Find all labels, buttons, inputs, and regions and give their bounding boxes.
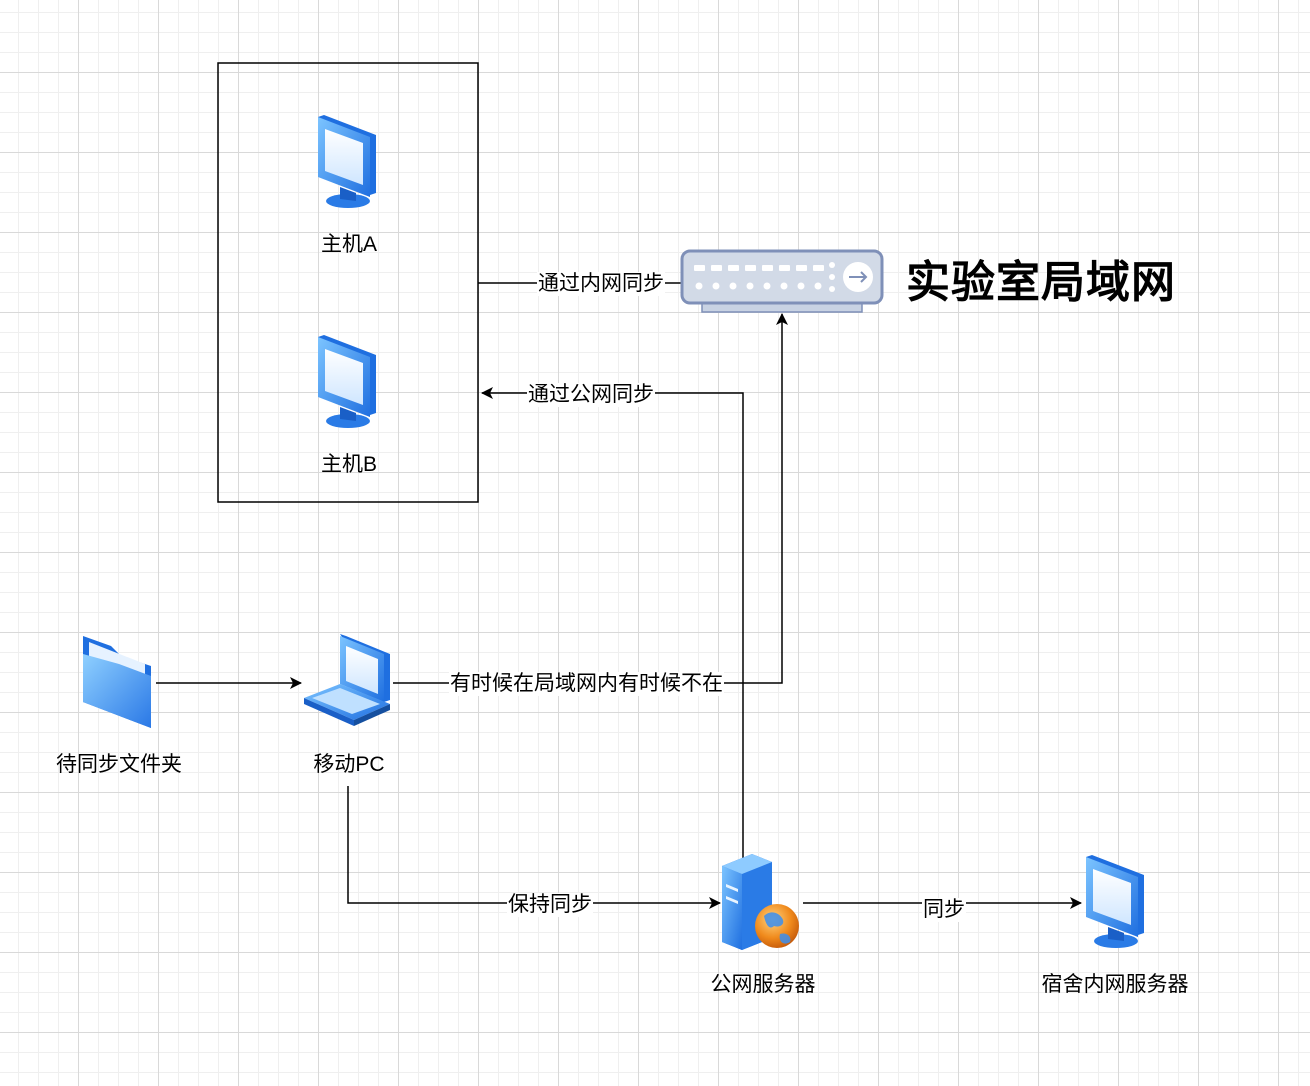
network-switch-icon[interactable] [680,249,884,313]
host-a-label: 主机A [320,233,378,256]
edge-public-sync [481,387,744,860]
public-server-label: 公网服务器 [710,973,816,996]
edge-sometimes-lan [393,313,788,684]
dorm-server-label: 宿舍内网服务器 [1041,973,1189,996]
edge-label-lan-sync: 通过内网同步 [537,272,665,296]
edge-label-sync: 同步 [922,898,966,922]
monitor-icon[interactable] [318,335,376,428]
edge-label-keep-sync: 保持同步 [507,893,593,917]
edge-label-public-sync: 通过公网同步 [527,383,655,407]
edge-keep-sync [347,786,721,909]
lab-lan-title: 实验室局域网 [906,258,1176,307]
monitor-icon[interactable] [318,115,376,208]
laptop-icon[interactable] [304,634,390,726]
host-b-label: 主机B [320,453,378,476]
mobile-pc-label: 移动PC [313,753,385,776]
folder-icon[interactable] [83,636,151,728]
folder-label: 待同步文件夹 [56,753,182,776]
monitor-icon[interactable] [1086,855,1144,948]
web-server-icon[interactable] [722,854,799,950]
edge-label-sometimes-lan: 有时候在局域网内有时候不在 [449,672,724,696]
